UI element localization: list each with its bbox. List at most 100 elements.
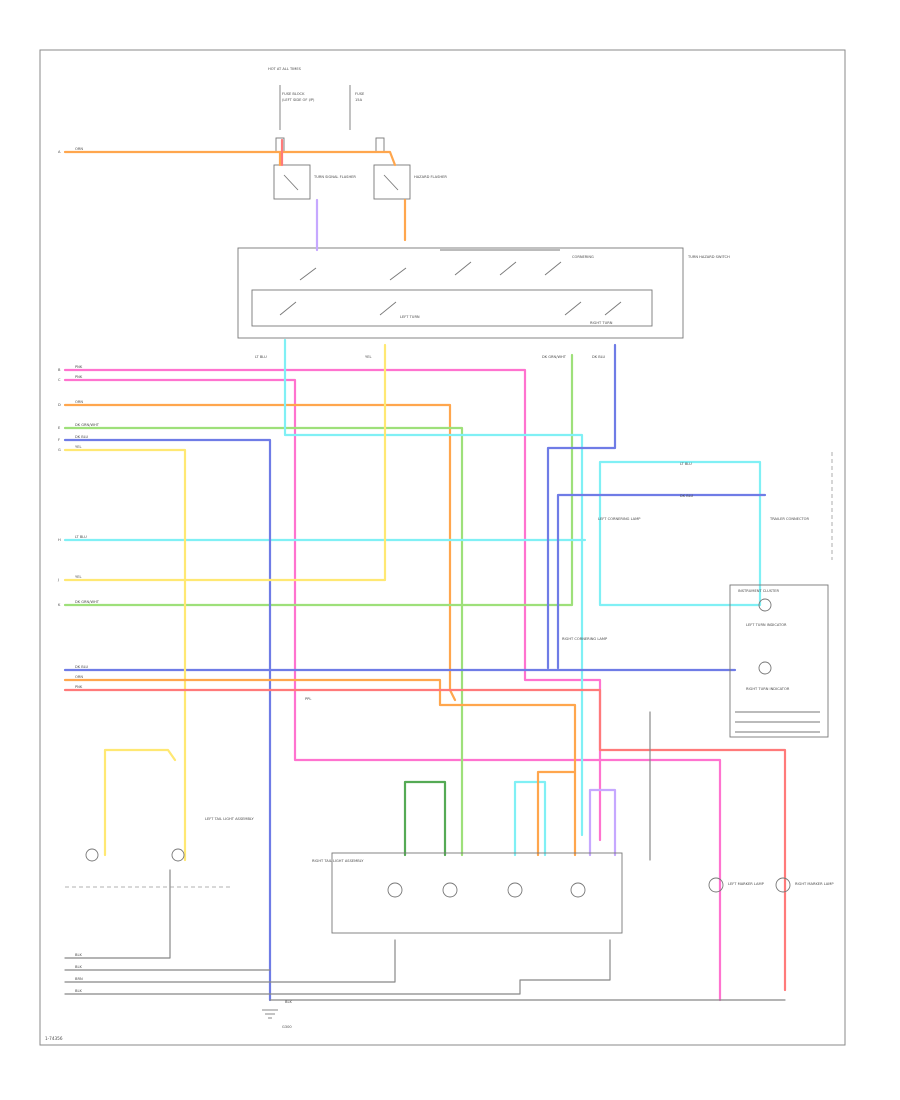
wc-dkblu: DK BLU bbox=[75, 435, 89, 439]
wire-gray-3 bbox=[64, 939, 396, 983]
wc-dkblu-sw: DK BLU bbox=[592, 355, 606, 359]
wc-yel-1: YEL bbox=[75, 445, 81, 449]
wire-dkgreen-rear bbox=[403, 780, 447, 857]
diagram-frame bbox=[39, 49, 846, 1046]
flasher-contact-left bbox=[283, 174, 299, 191]
turn-signal-flasher: TURN SIGNAL FLASHER bbox=[273, 164, 356, 200]
wire-gray-4 bbox=[64, 939, 611, 995]
left-turn-indicator-label: LEFT TURN INDICATOR bbox=[746, 623, 787, 627]
rear-bulb-3 bbox=[507, 882, 523, 898]
trailer-connector-label: TRAILER CONNECTOR bbox=[769, 517, 809, 521]
wire-green-1 bbox=[63, 426, 464, 857]
right-turn-indicator-bulb bbox=[758, 661, 772, 675]
switch-contact-1 bbox=[299, 267, 317, 281]
flasher-box-left bbox=[273, 164, 311, 200]
switch-contact-8 bbox=[564, 301, 582, 316]
wire-cyan-3 bbox=[598, 460, 762, 607]
switch-contact-3 bbox=[454, 261, 472, 276]
marker-lamps: LEFT MARKER LAMP RIGHT MARKER LAMP bbox=[708, 877, 834, 893]
right-cornering-lamp-label: RIGHT CORNERING LAMP bbox=[562, 637, 608, 641]
wc-dkgrn-sw: DK GRN/WHT bbox=[542, 355, 567, 359]
connector-k: K bbox=[58, 603, 61, 607]
ground-ref-label: G300 bbox=[282, 1025, 292, 1029]
wire-orange-2 bbox=[63, 403, 457, 702]
wire-yellow-3 bbox=[103, 748, 177, 857]
switch-outer-box bbox=[237, 247, 684, 339]
wc-blk-bus: BLK bbox=[285, 1000, 292, 1004]
hazard-flasher-label: HAZARD FLASHER bbox=[414, 175, 447, 179]
turn-hazard-switch: TURN HAZARD SWITCH LEFT TURN RIGHT TURN … bbox=[237, 247, 730, 339]
wc-orn-2: ORN bbox=[75, 400, 83, 404]
wc-brn: BRN bbox=[75, 977, 83, 981]
connector-j: J bbox=[57, 578, 59, 582]
connector-f: F bbox=[58, 438, 60, 442]
wire-gray-1 bbox=[64, 869, 171, 959]
wire-pink-2 bbox=[63, 378, 722, 1002]
connector-h: H bbox=[58, 538, 61, 542]
wire-cyan-1 bbox=[283, 338, 584, 837]
wire-green-2 bbox=[63, 353, 574, 607]
wc-pnk-2: PNK bbox=[75, 375, 83, 379]
right-turn-switch-label: RIGHT TURN bbox=[590, 321, 613, 325]
flasher-contact-right bbox=[383, 174, 399, 191]
wire-blue-1 bbox=[63, 438, 272, 1002]
wire-orange-feed-hazard bbox=[278, 150, 397, 167]
connector-g: G bbox=[58, 448, 61, 452]
wire-yellow-2 bbox=[63, 343, 387, 582]
right-tail-light-assembly-label: RIGHT TAIL LIGHT ASSEMBLY bbox=[312, 859, 364, 863]
wc-yel-sw: YEL bbox=[365, 355, 371, 359]
right-turn-indicator-label: RIGHT TURN INDICATOR bbox=[746, 687, 790, 691]
wire-cyan-rear bbox=[513, 780, 547, 857]
wc-orn-3: ORN bbox=[75, 675, 83, 679]
left-tail-light-assembly: LEFT TAIL LIGHT ASSEMBLY bbox=[65, 817, 254, 888]
wire-orange-rear bbox=[536, 770, 577, 857]
wc-ltblu-sw: LT BLU bbox=[255, 355, 267, 359]
wc-dkblu-corner: DK BLU bbox=[680, 494, 694, 498]
switch-contact-9 bbox=[604, 301, 622, 316]
wc-orn-1: ORN bbox=[75, 147, 83, 151]
cornering-switch-label: CORNERING bbox=[572, 255, 594, 259]
instrument-cluster: INSTRUMENT CLUSTER LEFT TURN INDICATOR R… bbox=[729, 584, 829, 738]
left-turn-switch-label: LEFT TURN bbox=[400, 315, 420, 319]
left-tail-light-assembly-label: LEFT TAIL LIGHT ASSEMBLY bbox=[205, 817, 254, 821]
cluster-box bbox=[729, 584, 829, 738]
wire-orange-3 bbox=[63, 678, 577, 857]
wc-ppl: PPL bbox=[305, 697, 311, 701]
wc-blk-3: BLK bbox=[75, 989, 82, 993]
wc-blk-2: BLK bbox=[75, 965, 82, 969]
wc-ltblu-corner: LT BLU bbox=[680, 462, 692, 466]
left-cornering-lamp-label: LEFT CORNERING LAMP bbox=[598, 517, 641, 521]
rear-bulb-1 bbox=[387, 882, 403, 898]
left-marker-lamp-label: LEFT MARKER LAMP bbox=[728, 882, 765, 886]
turn-signal-flasher-label: TURN SIGNAL FLASHER bbox=[313, 175, 356, 179]
fuse-block-sub2: (LEFT SIDE OF I/P) bbox=[282, 98, 315, 102]
right-marker-lamp-label: RIGHT MARKER LAMP bbox=[795, 882, 834, 886]
wire-blue-3 bbox=[556, 493, 767, 670]
fuse-block-sub1: FUSE BLOCK bbox=[282, 92, 305, 96]
wire-yellow-1 bbox=[63, 448, 187, 862]
connector-b: B bbox=[58, 368, 61, 372]
wire-orange-feed bbox=[63, 150, 282, 167]
connector-c: C bbox=[58, 378, 61, 382]
right-tail-box bbox=[331, 852, 623, 934]
diagram-code: 1-74356 bbox=[45, 1036, 63, 1041]
switch-contact-7 bbox=[379, 301, 397, 316]
wc-pnk-3: PNK bbox=[75, 685, 83, 689]
left-turn-indicator-bulb bbox=[758, 598, 772, 612]
turn-hazard-switch-label: TURN HAZARD SWITCH bbox=[687, 255, 730, 259]
switch-contact-5 bbox=[544, 261, 562, 276]
switch-inner-box bbox=[251, 289, 653, 327]
wire-red-1 bbox=[63, 688, 787, 992]
connector-e: E bbox=[58, 426, 61, 430]
fuse-block: HOT AT ALL TIMES FUSE BLOCK (LEFT SIDE O… bbox=[268, 67, 385, 153]
wc-dkgrn-2: DK GRN/WHT bbox=[75, 600, 100, 604]
connector-d: D bbox=[58, 403, 61, 407]
fuse-symbol-right bbox=[375, 137, 385, 153]
connector-a: A bbox=[58, 150, 61, 154]
left-marker-lamp-bulb bbox=[708, 877, 724, 893]
wire-blue-2 bbox=[546, 343, 617, 670]
rear-bulb-4 bbox=[570, 882, 586, 898]
left-tail-bulb-2 bbox=[171, 848, 185, 862]
wc-pnk-1: PNK bbox=[75, 365, 83, 369]
